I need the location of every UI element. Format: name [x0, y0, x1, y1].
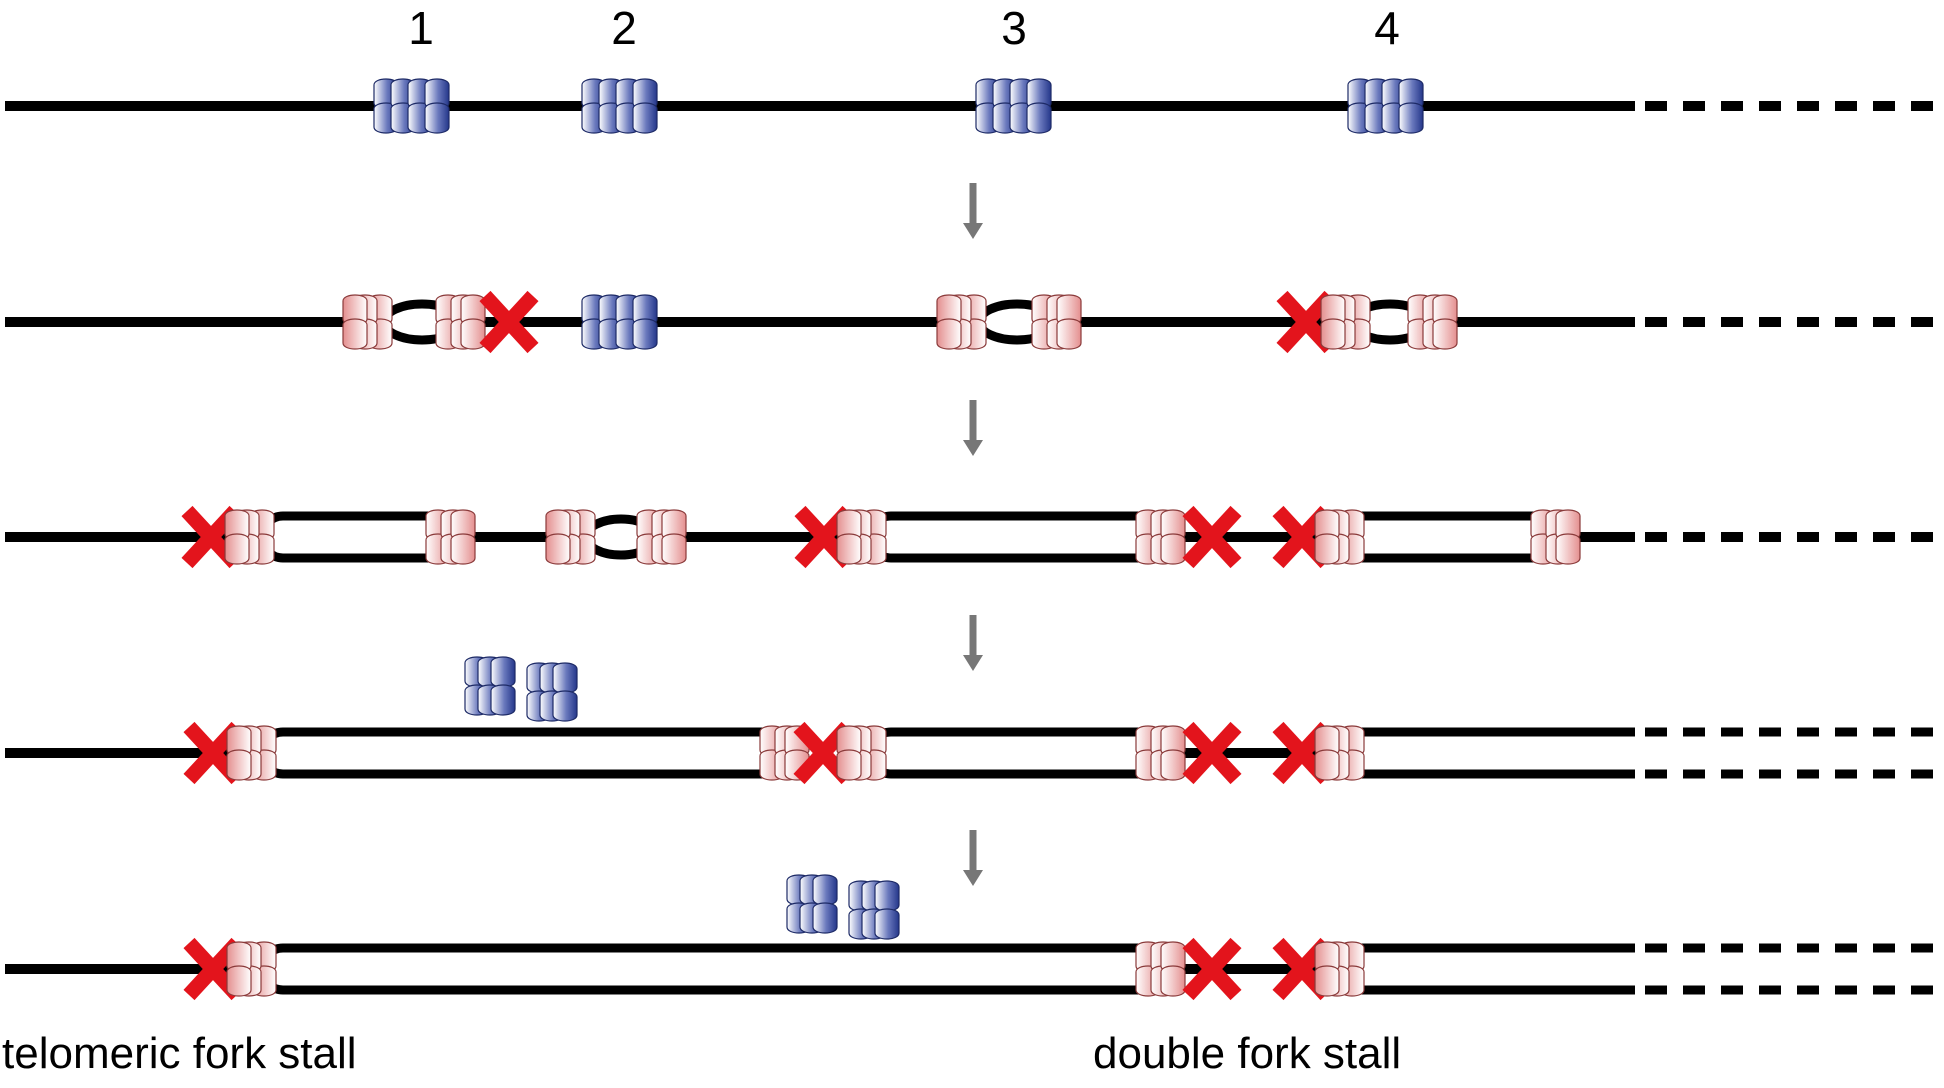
released-complex	[527, 663, 577, 721]
origin-label-4: 4	[1374, 2, 1400, 54]
row-4	[5, 657, 1944, 780]
released-complex	[849, 881, 899, 939]
caption-telomeric-fork-stall: telomeric fork stall	[2, 1029, 357, 1078]
origin-label-1: 1	[408, 2, 434, 54]
row-5	[5, 875, 1944, 996]
step-arrow-3	[963, 615, 983, 671]
origin-complex-3	[976, 79, 1051, 133]
origin-complex-2	[582, 295, 657, 349]
row-1	[5, 79, 1944, 133]
released-complex	[465, 657, 515, 715]
origin-label-2: 2	[611, 2, 637, 54]
origin-label-3: 3	[1001, 2, 1027, 54]
row-2	[5, 295, 1944, 349]
caption-double-fork-stall: double fork stall	[1093, 1029, 1401, 1078]
origin-complex-4	[1348, 79, 1423, 133]
step-arrow-2	[963, 400, 983, 456]
origin-complex-2	[582, 79, 657, 133]
origin-complex-1	[374, 79, 449, 133]
row-3	[5, 510, 1944, 564]
released-complex	[787, 875, 837, 933]
step-arrow-1	[963, 183, 983, 239]
step-arrow-4	[963, 830, 983, 886]
